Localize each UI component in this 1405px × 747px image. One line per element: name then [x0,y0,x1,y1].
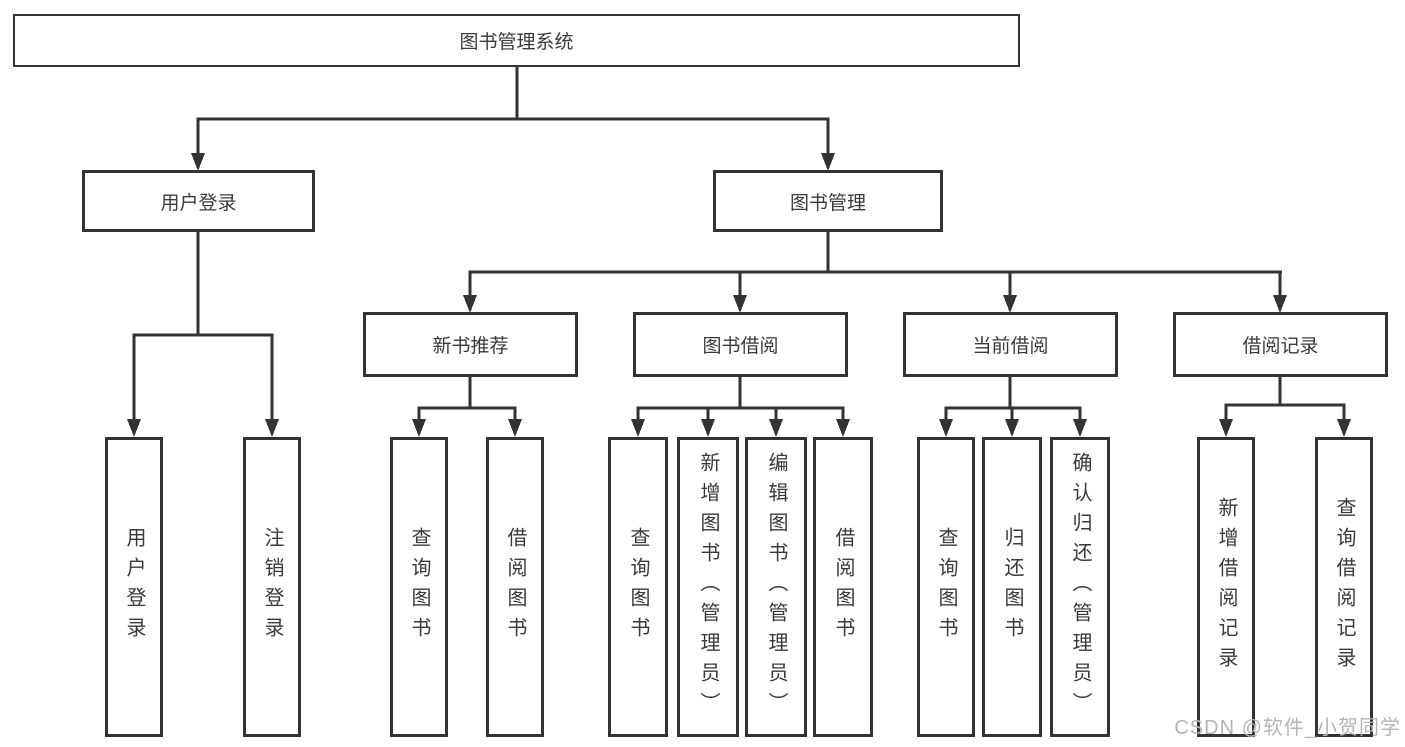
node-current-borrow-label: 当前借阅 [972,336,1049,357]
node-book-management-label: 图书管理 [789,192,866,214]
leaf-query-books-2: 查询图书 [608,437,668,737]
leaf-query-books-3: 查询图书 [917,437,975,737]
leaf-query-books-2-label: 查询图书 [627,527,649,647]
leaf-confirm-return-admin: 确认归还（管理员） [1050,437,1110,737]
node-new-book-recommend-label: 新书推荐 [432,336,509,357]
connector-borrowrecords-to-leaves [1219,377,1351,437]
node-user-login: 用户登录 [82,170,315,232]
leaf-borrow-books-1: 借阅图书 [486,437,544,737]
leaf-borrow-books-2: 借阅图书 [813,437,873,737]
leaf-borrow-books-2-label: 借阅图书 [832,527,854,647]
connector-newbook-to-leaves [412,377,522,437]
node-borrow-records-label: 借阅记录 [1242,336,1319,357]
node-book-borrow: 图书借阅 [633,312,848,377]
leaf-query-borrow-record-label: 查询借阅记录 [1333,497,1355,677]
leaf-logout: 注销登录 [243,437,301,737]
leaf-add-books-admin: 新增图书（管理员） [677,437,739,737]
leaf-query-books-1-label: 查询图书 [408,527,430,647]
leaf-edit-books-admin-label: 编辑图书（管理员） [765,452,787,722]
connector-currentborrow-to-leaves [939,377,1087,437]
node-current-borrow: 当前借阅 [903,312,1118,377]
node-borrow-records: 借阅记录 [1173,312,1388,377]
node-root-label: 图书管理系统 [459,32,574,53]
leaf-return-books: 归还图书 [982,437,1042,737]
leaf-borrow-books-1-label: 借阅图书 [504,527,526,647]
node-book-management: 图书管理 [713,170,943,232]
connector-root-to-level1 [191,66,835,171]
leaf-logout-label: 注销登录 [261,527,283,647]
leaf-add-borrow-record: 新增借阅记录 [1197,437,1255,737]
node-root: 图书管理系统 [13,14,1020,67]
csdn-watermark: CSDN @软件_小贺同学 [1174,717,1401,739]
leaf-confirm-return-admin-label: 确认归还（管理员） [1069,452,1091,722]
leaf-add-books-admin-label: 新增图书（管理员） [697,452,719,722]
leaf-query-books-1: 查询图书 [390,437,448,737]
leaf-edit-books-admin: 编辑图书（管理员） [745,437,807,737]
leaf-add-borrow-record-label: 新增借阅记录 [1215,497,1237,677]
leaf-query-books-3-label: 查询图书 [935,527,957,647]
node-user-login-label: 用户登录 [160,192,237,214]
node-book-borrow-label: 图书借阅 [702,336,779,357]
connector-userlogin-to-leaves [127,232,279,437]
node-new-book-recommend: 新书推荐 [363,312,578,377]
connector-bookborrow-to-leaves [631,377,850,437]
leaf-return-books-label: 归还图书 [1001,527,1023,647]
leaf-user-login: 用户登录 [105,437,163,737]
leaf-query-borrow-record: 查询借阅记录 [1315,437,1373,737]
leaf-user-login-label: 用户登录 [123,527,145,647]
connector-bookmgmt-to-level2 [463,232,1287,313]
